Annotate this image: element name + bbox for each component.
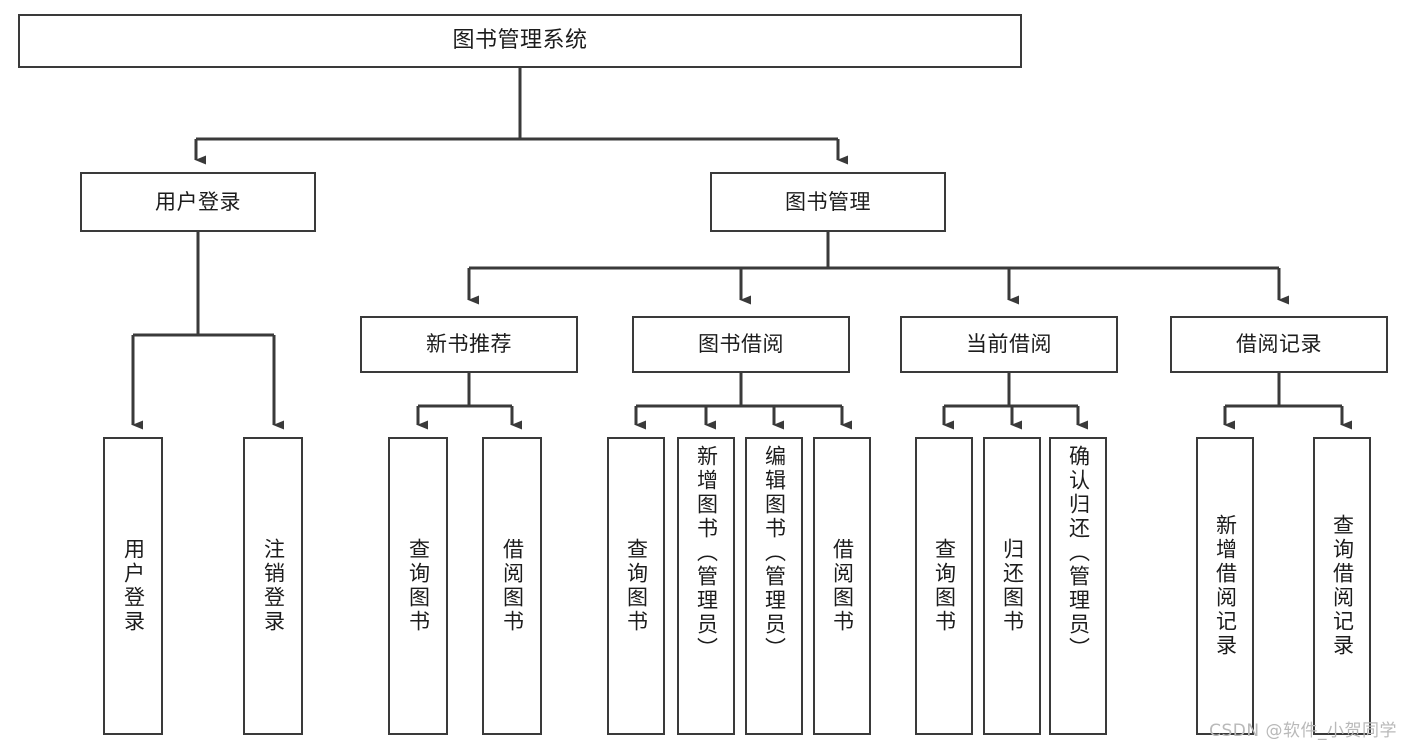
node-leaf-query-book-1[interactable]: 查询图书 [388,437,448,735]
node-label: 借阅记录 [1236,332,1322,357]
node-label: 借阅图书 [500,538,525,634]
node-label: 用户登录 [121,538,146,634]
node-leaf-query-book-3[interactable]: 查询图书 [915,437,973,735]
csdn-watermark: CSDN @软件_小贺同学 [1209,721,1397,741]
node-leaf-logout[interactable]: 注销登录 [243,437,303,735]
node-label: 用户登录 [155,189,241,214]
node-borrow-record[interactable]: 借阅记录 [1170,316,1388,373]
node-label: 查询图书 [624,538,649,634]
node-label: 查询借阅记录 [1330,514,1355,658]
node-leaf-edit-book[interactable]: 编辑图书（管理员） [745,437,803,735]
node-leaf-query-record[interactable]: 查询借阅记录 [1313,437,1371,735]
node-leaf-confirm-return[interactable]: 确认归还（管理员） [1049,437,1107,735]
node-book-borrow[interactable]: 图书借阅 [632,316,850,373]
node-label: 编辑图书（管理员） [762,445,787,661]
node-leaf-add-record[interactable]: 新增借阅记录 [1196,437,1254,735]
node-leaf-borrow-book-1[interactable]: 借阅图书 [482,437,542,735]
node-label: 查询图书 [932,538,957,634]
node-label: 确认归还（管理员） [1066,445,1091,661]
node-label: 注销登录 [261,538,286,634]
node-leaf-query-book-2[interactable]: 查询图书 [607,437,665,735]
node-label: 新书推荐 [426,332,512,357]
node-leaf-return-book[interactable]: 归还图书 [983,437,1041,735]
node-label: 新增图书（管理员） [694,445,719,661]
node-current-borrow[interactable]: 当前借阅 [900,316,1118,373]
node-label: 借阅图书 [830,538,855,634]
node-leaf-borrow-book-2[interactable]: 借阅图书 [813,437,871,735]
node-leaf-add-book[interactable]: 新增图书（管理员） [677,437,735,735]
node-label: 归还图书 [1000,538,1025,634]
node-book-management-system[interactable]: 图书管理系统 [18,14,1022,68]
node-label: 图书管理系统 [452,28,588,54]
node-label: 当前借阅 [966,332,1052,357]
node-book-manage[interactable]: 图书管理 [710,172,946,232]
node-label: 图书借阅 [698,332,784,357]
node-leaf-user-login[interactable]: 用户登录 [103,437,163,735]
node-new-book-recommend[interactable]: 新书推荐 [360,316,578,373]
node-label: 图书管理 [785,189,871,214]
node-user-login[interactable]: 用户登录 [80,172,316,232]
node-label: 查询图书 [406,538,431,634]
node-label: 新增借阅记录 [1213,514,1238,658]
